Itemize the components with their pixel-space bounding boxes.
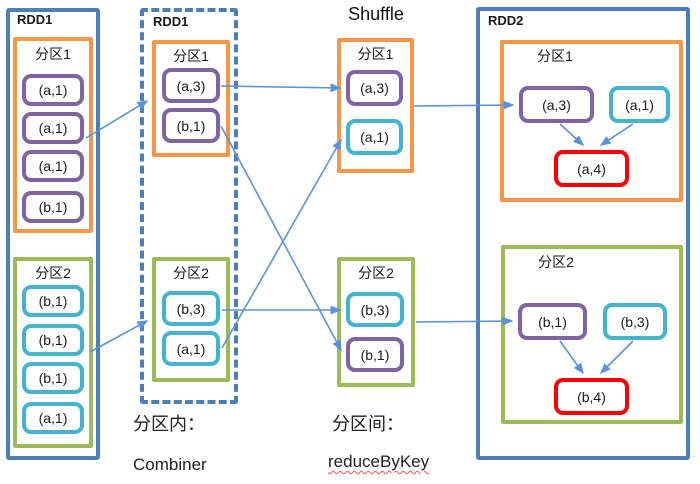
shuffle-partition1-label: 分区1	[357, 46, 394, 62]
rdd2-p1-cell-1: (a,3)	[519, 86, 594, 123]
rdd1-p2-cell-1: (b,1)	[22, 285, 84, 317]
rdd2-box	[476, 7, 690, 460]
rdd2-p2-cell-2: (b,3)	[603, 303, 667, 340]
rdd2-p2-result-cell: (b,4)	[554, 378, 629, 415]
shuffle-title: Shuffle	[348, 4, 404, 24]
rdd2-p1-result-cell: (a,4)	[554, 150, 629, 187]
shuffle-p1-cell-2: (a,1)	[346, 119, 403, 155]
rdd1-partition2-label: 分区2	[35, 265, 71, 281]
shuffle-partition2-label: 分区2	[358, 265, 394, 281]
rdd1-p1-cell-1: (a,1)	[22, 74, 84, 106]
rdd2-partition1-label: 分区1	[537, 48, 573, 64]
combiner-p2-cell-1: (b,3)	[162, 291, 220, 326]
combiner-partition2-label: 分区2	[173, 265, 209, 281]
arrow-combiner-a3-to-shuffle-a3	[220, 83, 342, 93]
combiner-caption-en: Combiner	[133, 455, 207, 474]
rdd1-box	[6, 8, 100, 460]
shuffle-caption-zh: 分区间：	[332, 414, 404, 434]
arrow-combiner-b1-to-shuffle-b1	[220, 125, 342, 352]
combiner-p1-cell-2: (b,1)	[162, 108, 220, 143]
rdd2-p1-cell-2: (a,1)	[609, 86, 670, 123]
combiner-rdd-title: RDD1	[153, 14, 189, 29]
combiner-p2-cell-2: (a,1)	[162, 331, 220, 366]
arrow-combiner-a1-to-shuffle-a1	[221, 138, 342, 349]
shuffle-p2-cell-1: (b,3)	[346, 292, 404, 327]
rdd1-p2-cell-4: (a,1)	[22, 402, 84, 434]
rdd1-p2-cell-3: (b,1)	[22, 362, 84, 394]
shuffle-p2-cell-2: (b,1)	[346, 337, 404, 372]
combiner-p1-cell-1: (a,3)	[162, 68, 220, 103]
rdd1-p1-cell-2: (a,1)	[22, 112, 84, 144]
rdd1-title: RDD1	[17, 12, 53, 27]
rdd2-p2-cell-1: (b,1)	[518, 303, 587, 340]
rdd1-p1-cell-3: (a,1)	[22, 150, 84, 182]
shuffle-caption-en: reduceByKey	[328, 452, 430, 471]
rdd1-p2-cell-2: (b,1)	[22, 324, 84, 356]
combiner-caption-zh: 分区内：	[133, 414, 205, 434]
rdd2-partition2-label: 分区2	[538, 254, 574, 270]
rdd2-title: RDD2	[488, 13, 524, 28]
rdd1-partition1-label: 分区1	[35, 46, 71, 62]
rdd1-p1-cell-4: (b,1)	[22, 191, 84, 223]
shuffle-p1-cell-1: (a,3)	[346, 70, 403, 106]
combiner-partition1-label: 分区1	[173, 48, 209, 64]
